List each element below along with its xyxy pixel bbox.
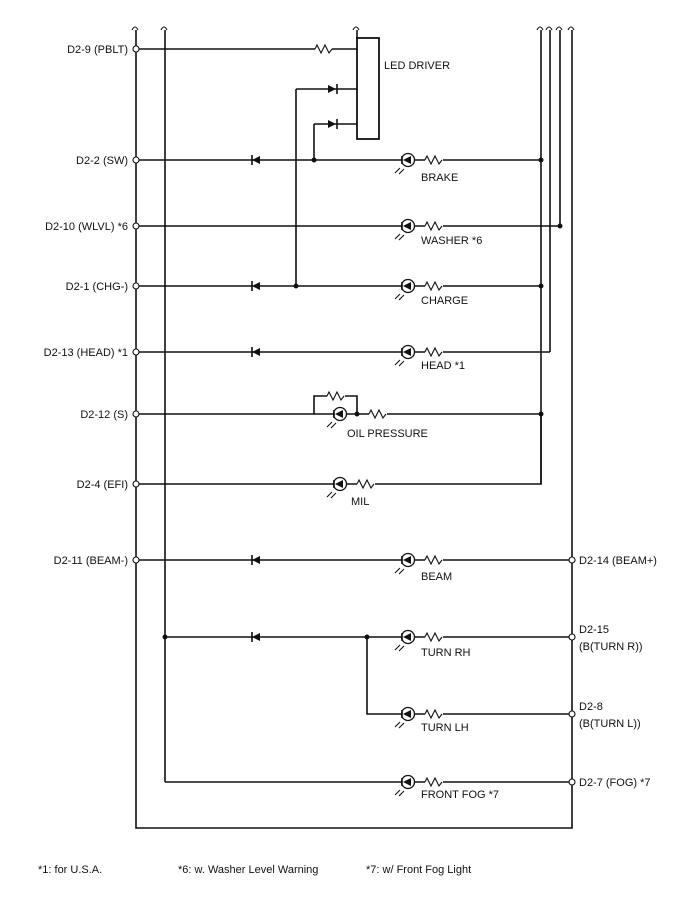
pin-sw-label: D2-2 (SW) [76, 155, 128, 167]
pin-head-label: D2-13 (HEAD) *1 [44, 347, 128, 359]
brake-row: BRAKE [136, 152, 544, 184]
left-terminals: D2-9 (PBLT) D2-2 (SW) D2-10 (WLVL) *6 D2… [44, 44, 140, 567]
turn-lh-label: TURN LH [421, 722, 469, 734]
pin-pblt-label: D2-9 (PBLT) [67, 44, 128, 56]
oil-pressure-row: OIL PRESSURE [136, 390, 544, 440]
footnotes: *1: for U.S.A. *6: w. Washer Level Warni… [38, 864, 471, 876]
pin-fog-label: D2-7 (FOG) *7 [579, 777, 651, 789]
oil-pressure-label: OIL PRESSURE [347, 428, 428, 440]
pin-beam-plus-label: D2-14 (BEAM+) [579, 555, 657, 567]
mil-label: MIL [351, 496, 369, 508]
head-label: HEAD *1 [421, 360, 465, 372]
pin-turn-r-sub-label: (B(TURN R)) [579, 641, 643, 653]
led-driver-label: LED DRIVER [384, 60, 450, 72]
front-fog-row: FRONT FOG *7 [394, 774, 572, 801]
led-driver: LED DRIVER [136, 37, 450, 286]
beam-label: BEAM [421, 571, 452, 583]
pin-beam-minus-label: D2-11 (BEAM-) [54, 555, 128, 567]
head-row: HEAD *1 [136, 344, 550, 372]
right-terminals: D2-14 (BEAM+) D2-15 (B(TURN R)) D2-8 (B(… [568, 555, 657, 789]
note-usa: *1: for U.S.A. [38, 864, 102, 876]
turn-rows: TURN RH TURN LH [162, 629, 572, 734]
turn-rh-label: TURN RH [421, 647, 471, 659]
charge-label: CHARGE [421, 295, 468, 307]
pin-s-label: D2-12 (S) [80, 409, 128, 421]
front-fog-label: FRONT FOG *7 [421, 789, 499, 801]
washer-label: WASHER *6 [421, 235, 482, 247]
note-fog: *7: w/ Front Fog Light [366, 864, 471, 876]
washer-row: WASHER *6 [136, 218, 563, 247]
pin-efi-label: D2-4 (EFI) [77, 479, 128, 491]
pin-turn-r-label: D2-15 [579, 624, 609, 636]
note-washer: *6: w. Washer Level Warning [178, 864, 318, 876]
pin-chg-label: D2-1 (CHG-) [66, 281, 128, 293]
bus-wires [131, 26, 575, 829]
pin-turn-l-sub-label: (B(TURN L)) [579, 718, 641, 730]
charge-row: CHARGE [136, 278, 544, 307]
pin-wlvl-label: D2-10 (WLVL) *6 [45, 221, 128, 233]
mil-row: MIL [136, 414, 542, 508]
brake-label: BRAKE [421, 172, 458, 184]
beam-row: BEAM [136, 552, 572, 583]
pin-turn-l-label: D2-8 [579, 701, 603, 713]
